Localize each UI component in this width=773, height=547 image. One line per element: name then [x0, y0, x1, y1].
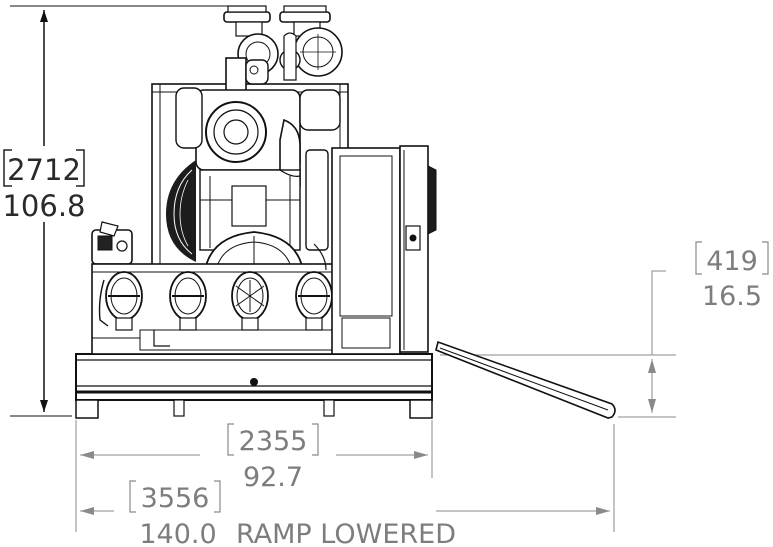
control-panel — [91, 221, 133, 265]
discharge-valve-4 — [295, 271, 333, 331]
radiator — [331, 145, 437, 355]
height-metric-label: 2712 — [7, 153, 81, 187]
discharge-valve-2 — [169, 271, 207, 331]
discharge-valve-3 — [231, 271, 269, 331]
ramp-height-dimension: 419 16.5 — [440, 241, 769, 418]
height-imperial-label: 106.8 — [2, 189, 85, 223]
ramp-height-metric-label: 419 — [706, 246, 758, 277]
overall-width-dimension: 3556 140.0 RAMP LOWERED — [80, 424, 615, 547]
pump-housing — [204, 231, 304, 267]
base-width-metric-label: 2355 — [239, 426, 308, 457]
base-width-dimension: 2355 92.7 — [75, 420, 433, 532]
ramp-height-imperial-label: 16.5 — [702, 281, 762, 312]
ramp — [435, 340, 616, 419]
base-width-imperial-label: 92.7 — [243, 462, 303, 493]
skid-base — [75, 353, 433, 419]
overall-width-metric-label: 3556 — [141, 483, 210, 514]
ramp-lowered-note: RAMP LOWERED — [236, 519, 456, 547]
piping — [98, 169, 327, 347]
flywheel-housing — [166, 160, 196, 262]
discharge-valve-1 — [105, 271, 143, 331]
engine-block — [175, 87, 341, 251]
height-dimension: 2712 106.8 — [2, 5, 232, 417]
overall-width-imperial-label: 140.0 — [139, 519, 216, 547]
